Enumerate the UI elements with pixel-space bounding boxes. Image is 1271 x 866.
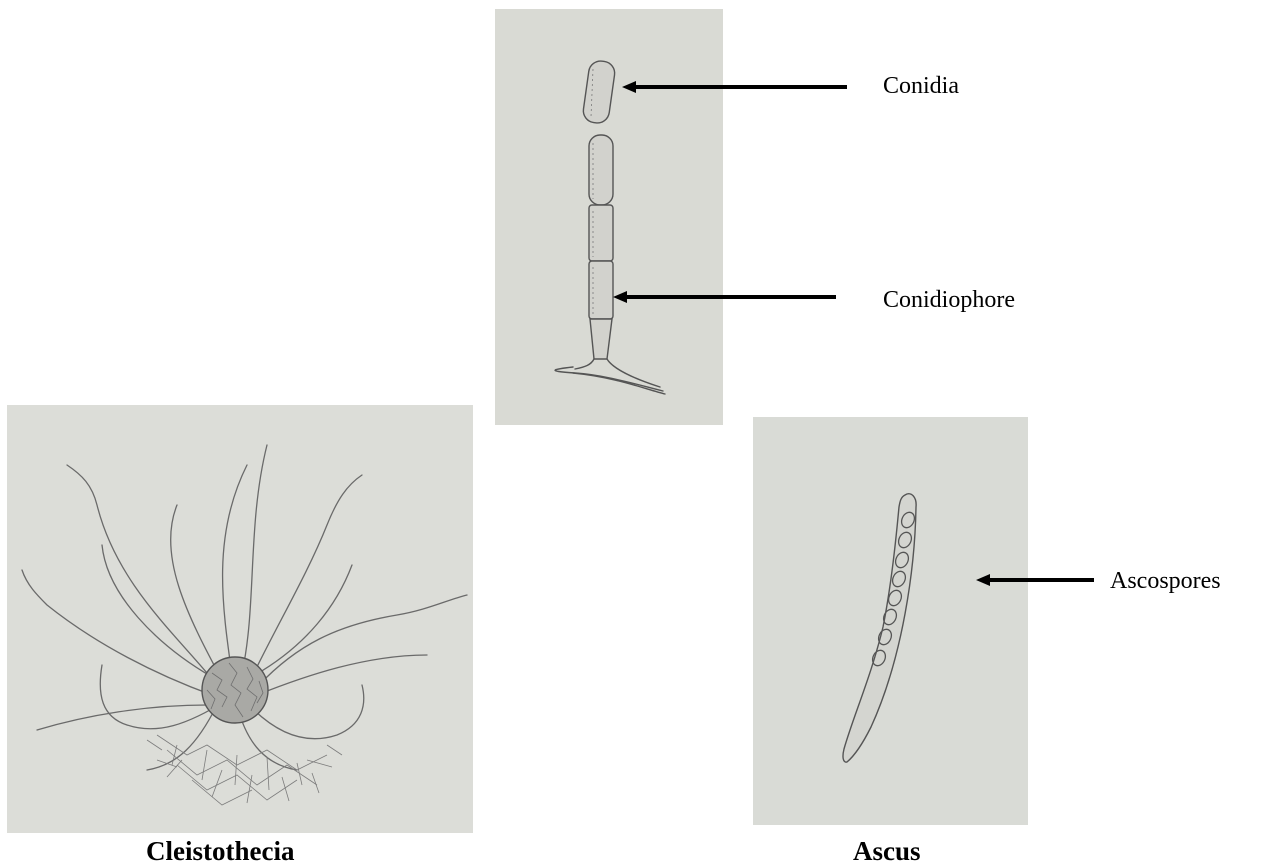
label-ascospores: Ascospores <box>1110 569 1221 593</box>
caption-ascus: Ascus <box>853 838 921 865</box>
label-conidia: Conidia <box>883 74 959 98</box>
caption-cleistothecia: Cleistothecia <box>146 838 294 865</box>
cleistothecium-sketch <box>7 405 473 833</box>
conidiophore-cell <box>589 261 613 319</box>
ascus-sketch <box>753 417 1028 825</box>
conidiophore-cell <box>589 205 613 261</box>
ascocarp-body <box>202 657 268 723</box>
left-arrow-icon <box>622 80 847 94</box>
left-arrow-icon <box>976 573 1094 587</box>
conidiophore-cell <box>589 135 613 205</box>
label-conidiophore: Conidiophore <box>883 288 1015 312</box>
paper-background <box>7 405 473 833</box>
ascus-drawing-panel <box>753 417 1028 825</box>
conidiophore-drawing-panel <box>495 9 723 425</box>
conidiophore-sketch <box>495 9 723 425</box>
cleistothecia-drawing-panel <box>7 405 473 833</box>
left-arrow-icon <box>613 290 836 304</box>
